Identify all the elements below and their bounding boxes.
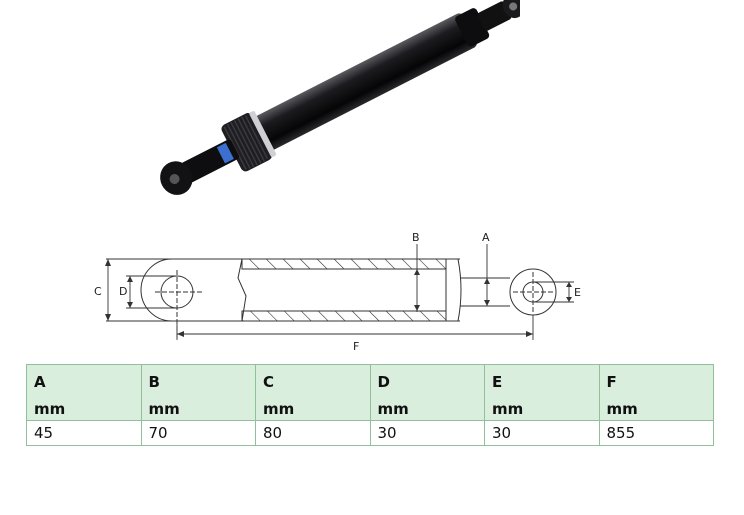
dim-label-b: B xyxy=(412,231,420,244)
dim-label-a: A xyxy=(482,231,490,244)
top-eye-hole xyxy=(509,2,518,11)
header-letter: E xyxy=(492,373,503,391)
header-unit: mm xyxy=(148,400,180,418)
dim-label-c: C xyxy=(94,285,102,298)
product-photo xyxy=(160,0,520,195)
header-letter: F xyxy=(606,373,617,391)
wall-hatch-top xyxy=(241,258,447,270)
value-cell-e: 30 xyxy=(484,420,600,446)
wall-hatch-bottom xyxy=(241,310,447,322)
value-cell-f: 855 xyxy=(598,420,714,446)
header-unit: mm xyxy=(492,400,524,418)
top-rod-end xyxy=(477,1,512,31)
header-letter: B xyxy=(148,373,160,391)
dim-label-e: E xyxy=(574,286,581,299)
seal-accent xyxy=(216,142,234,164)
table-row: 45 70 80 30 30 855 xyxy=(26,420,714,446)
dim-label-d: D xyxy=(119,285,127,298)
header-unit: mm xyxy=(263,400,295,418)
value-cell-c: 80 xyxy=(255,420,371,446)
dimension-drawing: C D B A E F xyxy=(94,231,581,353)
header-unit: mm xyxy=(377,400,409,418)
value-cell-a: 45 xyxy=(26,420,142,446)
header-letter: C xyxy=(263,373,275,391)
header-unit: mm xyxy=(34,400,66,418)
header-letter: A xyxy=(34,373,46,391)
left-eye-outline xyxy=(140,258,180,322)
dim-label-f: F xyxy=(353,340,359,353)
cylinder-tube xyxy=(249,13,477,153)
value-cell-b: 70 xyxy=(140,420,256,446)
retaining-ring xyxy=(249,111,277,158)
value-cell-d: 30 xyxy=(369,420,485,446)
header-letter: D xyxy=(377,373,390,391)
right-eye-hole xyxy=(522,281,544,303)
break-line xyxy=(237,258,247,322)
header-unit: mm xyxy=(606,400,638,418)
